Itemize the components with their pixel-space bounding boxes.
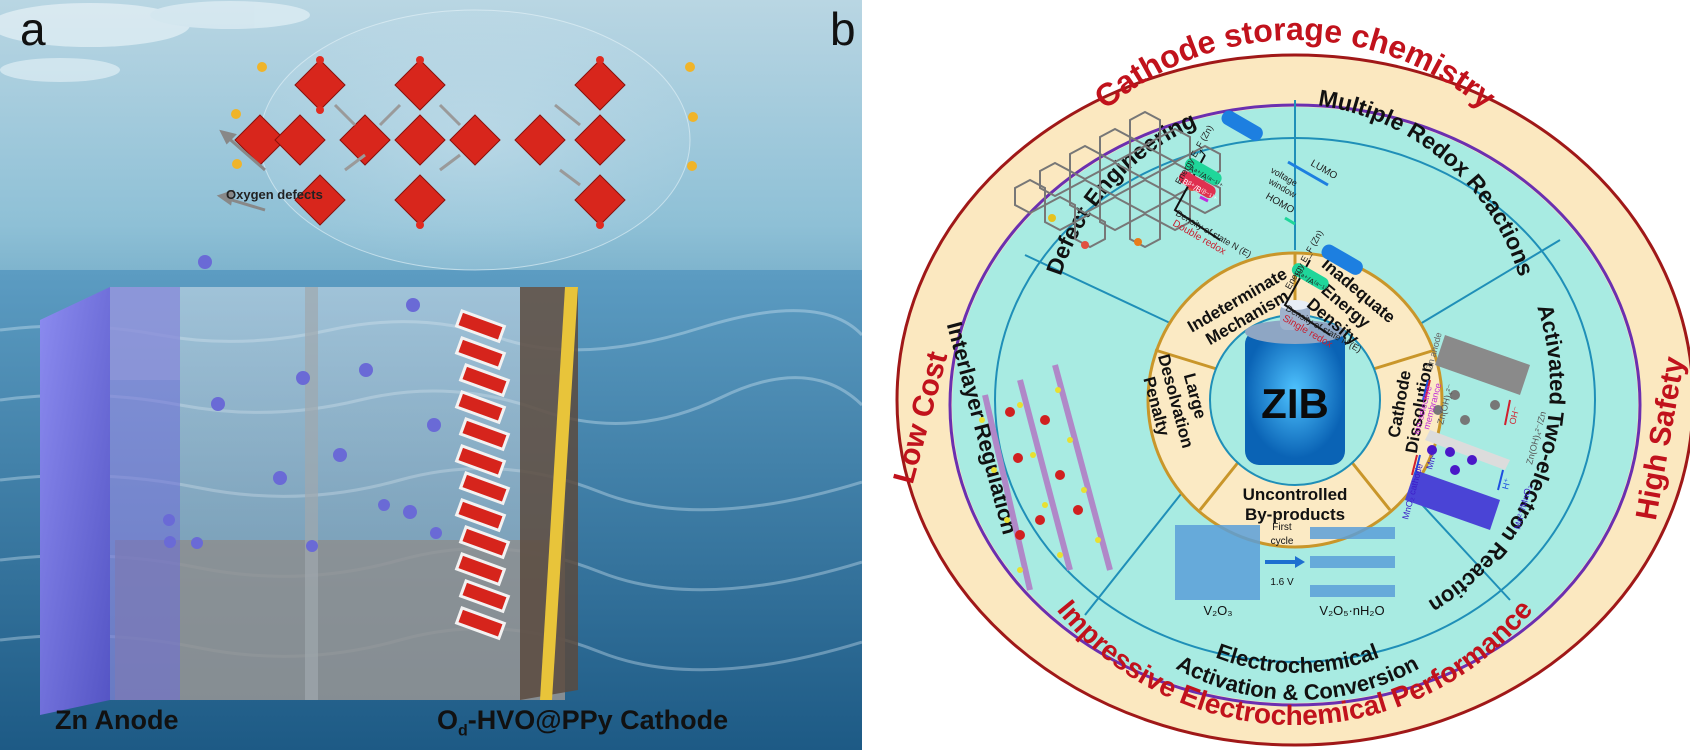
zinc-ions bbox=[163, 255, 442, 552]
first-label: First bbox=[1272, 522, 1292, 533]
v2o5-label: V₂O₅·nH₂O bbox=[1319, 603, 1384, 618]
v2o3-structure bbox=[1175, 525, 1260, 600]
panel-b-artwork: ZIB Cathode storage chemistry Impressive… bbox=[887, 11, 1690, 747]
challenge-uncontrolled: Uncontrolled By-products bbox=[1243, 485, 1348, 524]
zn-anode-block bbox=[1435, 335, 1530, 395]
defect-arrows bbox=[216, 129, 266, 212]
ppy-coated-sheets bbox=[454, 309, 511, 641]
h-ion-label: H⁺ bbox=[1500, 477, 1513, 491]
cathode-caption: Od-HVO@PPy Cathode bbox=[437, 705, 728, 740]
mno2-cathode-block bbox=[1405, 470, 1500, 530]
chamber-floor bbox=[115, 540, 565, 700]
cathode-caption-subscript: d bbox=[458, 722, 468, 740]
oh-label: OH⁻ bbox=[1507, 405, 1521, 425]
challenge-dividers bbox=[1154, 253, 1436, 511]
membrane-block bbox=[1425, 430, 1510, 470]
panel-a-label: a bbox=[20, 3, 46, 55]
challenge-uncontrolled-line1: Uncontrolled bbox=[1243, 485, 1348, 504]
zib-center-label: ZIB bbox=[1261, 380, 1329, 427]
interlayer-chains bbox=[979, 364, 1113, 591]
vanadium-oxide-crystal bbox=[231, 56, 698, 229]
gold-current-collector bbox=[540, 287, 578, 700]
v2o3-label: V₂O₃ bbox=[1203, 603, 1232, 618]
conversion-arrow bbox=[1295, 556, 1305, 568]
redox-energy-diagram bbox=[1173, 110, 1363, 336]
zinc-anode-slab bbox=[40, 287, 110, 715]
battery-cell bbox=[40, 255, 578, 715]
activation-labels: First cycle 1.6 V V₂O₃ V₂O₅·nH₂O bbox=[1203, 522, 1384, 618]
v2o5-structure bbox=[1310, 585, 1395, 597]
activation-conversion-illustration bbox=[1175, 525, 1395, 600]
panel-b-label: b bbox=[830, 3, 856, 55]
oxygen-defects-annotation: Oxygen defects bbox=[226, 187, 323, 202]
battery-can-icon bbox=[1245, 300, 1345, 465]
separator bbox=[305, 287, 318, 700]
voltage-label: 1.6 V bbox=[1270, 577, 1294, 588]
cathode-caption-o: O bbox=[437, 705, 459, 735]
cycle-label: cycle bbox=[1271, 536, 1294, 547]
zn-anode-caption: Zn Anode bbox=[55, 705, 179, 735]
surface-foam bbox=[0, 1, 310, 82]
graphene-defect-lattice bbox=[1014, 110, 1221, 249]
panel-b-circular-diagram: ZIB Cathode storage chemistry Impressive… bbox=[830, 0, 1690, 750]
cathode-caption-rest: -HVO@PPy Cathode bbox=[467, 705, 729, 735]
challenge-uncontrolled-line2: By-products bbox=[1245, 505, 1345, 524]
panel-a-artwork bbox=[0, 1, 862, 750]
panel-a-battery-illustration: a Oxygen defects Zn Anode Od-HVO@PPy Cat… bbox=[0, 0, 862, 750]
two-electron-illustration bbox=[1405, 335, 1530, 530]
